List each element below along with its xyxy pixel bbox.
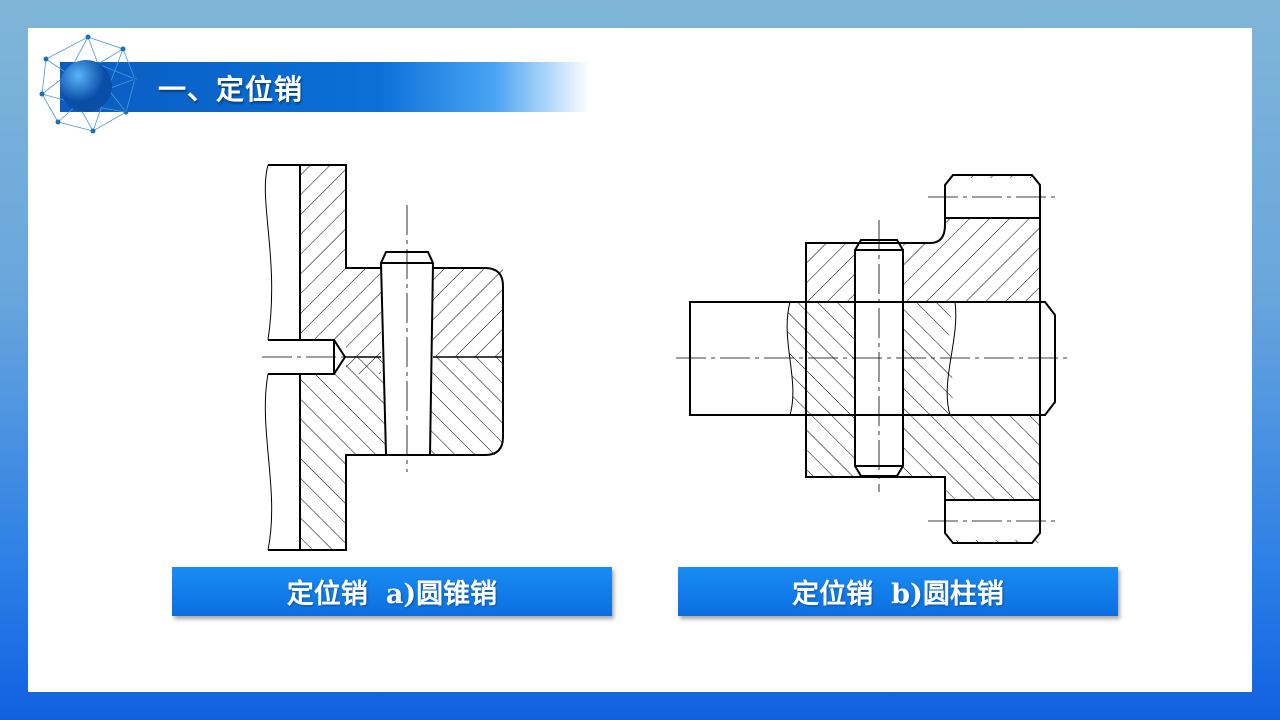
caption-main: 定位销 — [286, 579, 368, 610]
caption-cylindrical-pin: 定位销 b)圆柱销 — [678, 567, 1118, 616]
title-bar — [60, 62, 590, 112]
globe-network-logo-icon — [39, 34, 138, 134]
caption-taper-pin: 定位销 a)圆锥销 — [172, 567, 612, 616]
caption-sub: a)圆锥销 — [385, 579, 498, 610]
caption-main: 定位销 — [792, 579, 874, 610]
cylindrical-pin-drawing — [676, 174, 1068, 544]
caption-sub: b)圆柱销 — [891, 579, 1004, 610]
taper-pin-drawing — [262, 164, 504, 551]
slide-title: 一、定位销 — [158, 73, 304, 106]
